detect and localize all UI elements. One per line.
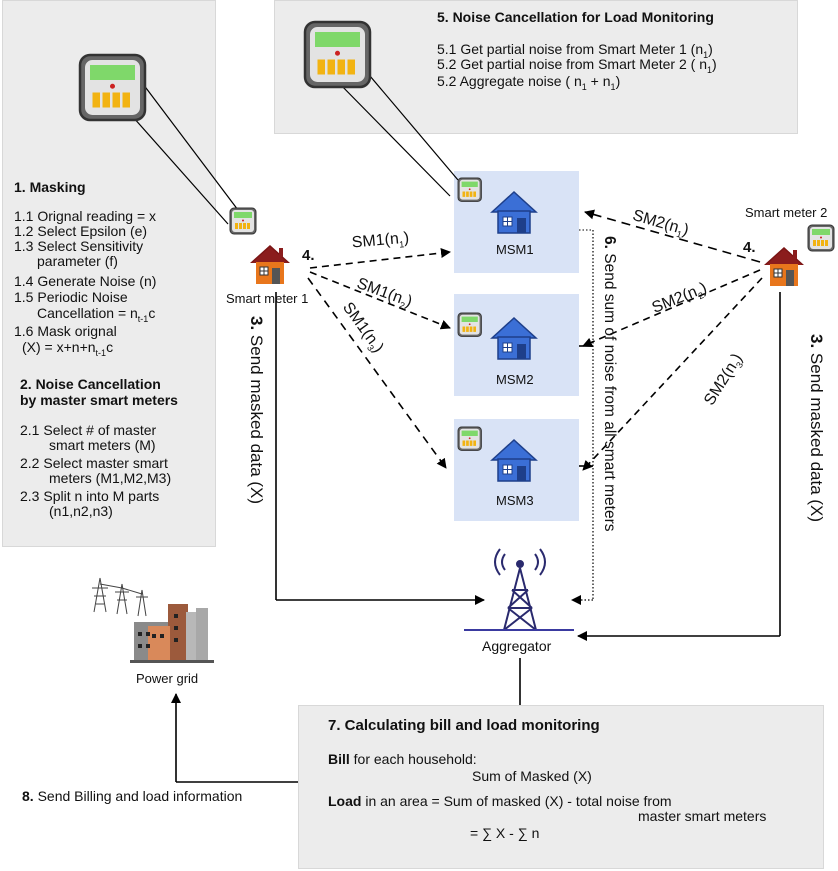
power-grid-icon xyxy=(92,577,214,663)
step2-title: by master smart meters xyxy=(20,392,178,408)
step1-item: Cancellation = nt-1c xyxy=(37,305,156,324)
step1-title: 1. Masking xyxy=(14,179,86,195)
step2-item: 2.1 Select # of master xyxy=(20,422,157,438)
meter-large-left-icon xyxy=(78,53,147,122)
load-formula: = ∑ X - ∑ n xyxy=(470,825,540,841)
smart-meter-1-house-icon xyxy=(249,244,291,285)
step1-item: 1.5 Periodic Noise xyxy=(14,289,128,305)
msm3-house-icon xyxy=(491,439,537,482)
aggregator-label: Aggregator xyxy=(482,638,552,654)
smart-meter-1-label: Smart meter 1 xyxy=(226,291,309,306)
step4-left-label: 4. xyxy=(302,247,315,264)
load-line: Load in an area = Sum of masked (X) - to… xyxy=(328,793,672,809)
msm2-house-icon xyxy=(491,317,537,360)
step6-label: 6. Send sum of noise from all smart mete… xyxy=(601,236,618,532)
step5-item: 5.1 Get partial noise from Smart Meter 1… xyxy=(437,41,713,60)
step2-item: (n1,n2,n3) xyxy=(49,503,113,519)
msm3-meter-icon xyxy=(457,426,482,451)
billing-panel xyxy=(298,705,824,869)
msm2-label: MSM2 xyxy=(496,372,534,387)
bill-line: Bill for each household: xyxy=(328,751,477,767)
aggregator-tower-icon xyxy=(464,548,574,631)
meter-large-top-icon xyxy=(303,20,372,89)
smart-meter-2-small-icon xyxy=(807,224,835,252)
msm2-meter-icon xyxy=(457,312,482,337)
step2-title: 2. Noise Cancellation xyxy=(20,376,161,392)
step4-right-label: 4. xyxy=(743,239,756,256)
step1-item: parameter (f) xyxy=(37,253,118,269)
step5-item: 5.2 Aggregate noise ( n1 + n1) xyxy=(437,73,621,92)
step7-title: 7. Calculating bill and load monitoring xyxy=(328,717,600,734)
step1-item: 1.4 Generate Noise (n) xyxy=(14,273,157,289)
step8-label: 8. Send Billing and load information xyxy=(22,788,243,804)
step1-item: 1.2 Select Epsilon (e) xyxy=(14,223,148,239)
step2-item: meters (M1,M2,M3) xyxy=(49,470,172,486)
msm1-label: MSM1 xyxy=(496,242,534,257)
bill-formula: Sum of Masked (X) xyxy=(472,768,592,784)
step2-item: smart meters (M) xyxy=(49,437,156,453)
step1-item: 1.1 Orignal reading = x xyxy=(14,208,157,224)
step3-right-label: 3. Send masked data (X) xyxy=(807,334,826,523)
step5-item: 5.2 Get partial noise from Smart Meter 2… xyxy=(437,56,717,75)
step2-item: 2.3 Split n into M parts xyxy=(20,488,160,504)
msm3-label: MSM3 xyxy=(496,493,534,508)
step1-item: 1.6 Mask orignal xyxy=(14,323,117,339)
msm1-house-icon xyxy=(491,191,537,234)
step5-title: 5. Noise Cancellation for Load Monitorin… xyxy=(437,9,714,25)
step1-item: (X) = x+n+nt-1c xyxy=(22,339,114,358)
msm1-meter-icon xyxy=(457,177,482,202)
step2-item: 2.2 Select master smart xyxy=(20,455,168,471)
smart-meter-2-label: Smart meter 2 xyxy=(745,205,828,220)
load-line-2: master smart meters xyxy=(638,808,767,824)
step1-item: 1.3 Select Sensitivity xyxy=(14,238,144,254)
power-grid-label: Power grid xyxy=(136,671,199,686)
smart-meter-2-house-icon xyxy=(763,246,805,287)
smart-meter-1-small-icon xyxy=(229,207,257,235)
step3-left-label: 3. Send masked data (X) xyxy=(247,316,266,505)
